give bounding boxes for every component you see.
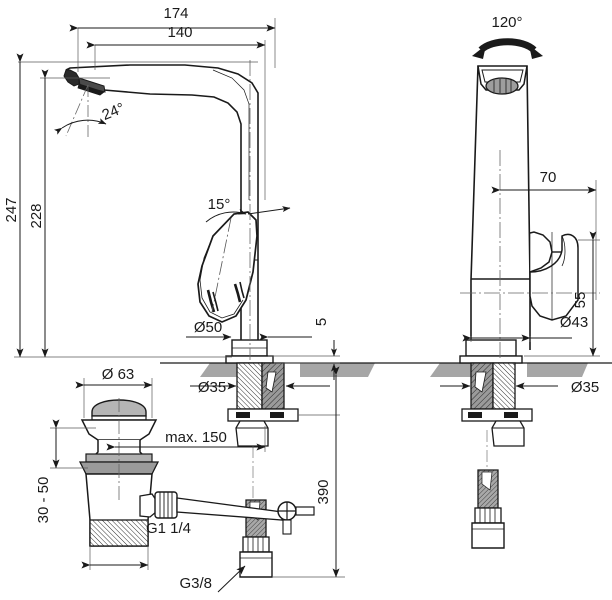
dim-label-3050: 30 - 50 — [35, 477, 52, 524]
waste-dimensions: Ø 63 30 - 50 max. 150 G1 1/4 — [35, 366, 266, 570]
dim-label-5: 5 — [313, 318, 330, 326]
dim-label-15deg: 15° — [208, 196, 231, 213]
dim-label-174: 174 — [163, 5, 188, 22]
front-elevation-faucet — [63, 60, 299, 578]
dim-label-140: 140 — [167, 24, 192, 41]
dim-label-70: 70 — [540, 169, 557, 186]
threaded-shank — [227, 362, 299, 447]
base-escutcheon — [225, 339, 274, 364]
popup-waste-assembly — [78, 398, 315, 547]
side-elevation-faucet: 120° — [459, 14, 600, 549]
side-handle — [529, 231, 579, 321]
front-view-dimensions: 174 140 247 228 24° 15° Ø50 5 — [3, 5, 345, 593]
dim-arc-15deg — [205, 208, 247, 223]
leader-g38 — [217, 565, 246, 593]
dim-label-228: 228 — [28, 203, 45, 228]
dim-label-d35-side: Ø35 — [571, 379, 599, 396]
dim-label-d35: Ø35 — [198, 379, 226, 396]
dim-label-d63: Ø 63 — [102, 366, 135, 383]
dim-label-120deg: 120° — [491, 14, 522, 31]
swivel-arrow-120deg — [472, 38, 543, 59]
dim-label-max150: max. 150 — [165, 429, 227, 446]
dim-label-55: 55 — [572, 292, 589, 309]
dim-label-d50: Ø50 — [194, 319, 222, 336]
side-view-dimensions: 70 55 Ø43 Ø35 — [440, 169, 600, 396]
dim-label-g114: G1 1/4 — [146, 520, 191, 537]
dim-label-390: 390 — [315, 479, 332, 504]
dim-label-g38: G3/8 — [179, 575, 212, 592]
dim-label-247: 247 — [3, 197, 20, 222]
dim-label-d43: Ø43 — [560, 314, 588, 331]
dim-arc-24deg — [54, 118, 107, 135]
